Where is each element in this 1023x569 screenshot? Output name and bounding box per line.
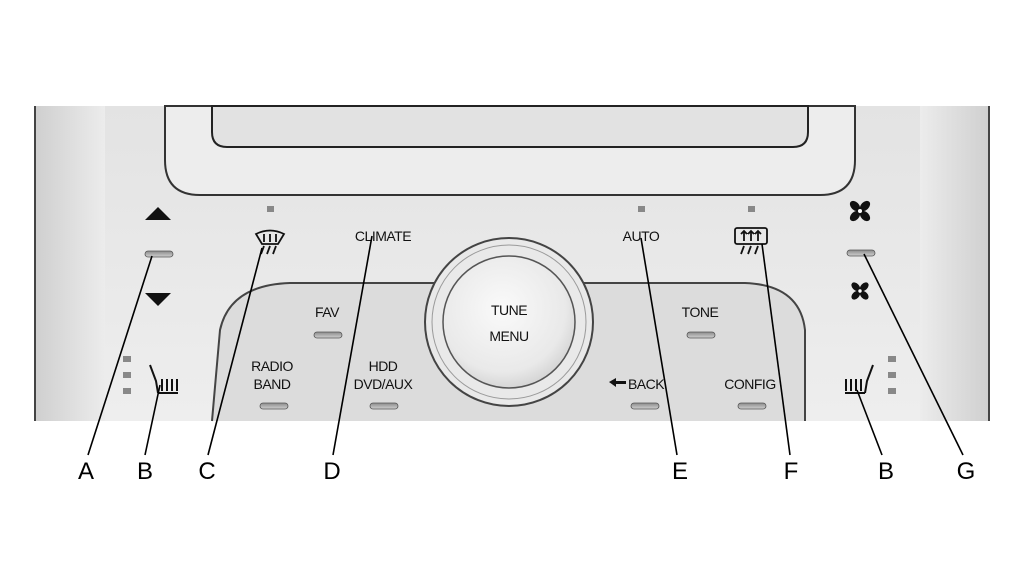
seat-heat-indicator-right bbox=[888, 356, 896, 394]
fan-icon bbox=[849, 200, 871, 222]
radio-band-button[interactable]: RADIO BAND bbox=[251, 358, 294, 410]
tone-label: TONE bbox=[682, 304, 719, 320]
back-label: BACK bbox=[628, 376, 665, 392]
rear-defrost-indicator bbox=[748, 206, 755, 212]
callout-f: F bbox=[784, 458, 799, 485]
heated-seat-icon[interactable] bbox=[149, 364, 178, 394]
callout-leaders bbox=[87, 235, 964, 456]
callout-b: B bbox=[137, 458, 153, 485]
menu-label: MENU bbox=[489, 328, 529, 344]
driver-temp-control[interactable] bbox=[144, 250, 174, 258]
triangle-down-icon[interactable] bbox=[145, 293, 171, 306]
callout-a: A bbox=[78, 458, 94, 485]
triangle-up-icon[interactable] bbox=[145, 207, 171, 220]
hdd-dvd-aux-button[interactable]: HDD DVD/AUX bbox=[354, 358, 414, 410]
auto-button-label[interactable]: AUTO bbox=[623, 228, 661, 244]
config-button[interactable]: CONFIG bbox=[724, 376, 776, 410]
callout-b-right: B bbox=[878, 458, 894, 485]
config-label: CONFIG bbox=[724, 376, 775, 392]
display-screen bbox=[211, 105, 809, 148]
back-button[interactable]: BACK bbox=[609, 376, 666, 410]
tone-button[interactable]: TONE bbox=[682, 304, 719, 339]
tune-menu-knob[interactable]: TUNE MENU bbox=[424, 237, 594, 407]
fan-speed-control[interactable] bbox=[846, 249, 876, 257]
seat-heat-indicator-left bbox=[123, 356, 131, 394]
fav-label: FAV bbox=[315, 304, 340, 320]
fav-button[interactable]: FAV bbox=[313, 304, 343, 339]
callout-c: C bbox=[198, 458, 215, 485]
band-label: BAND bbox=[254, 376, 291, 392]
heated-seat-icon[interactable] bbox=[845, 364, 874, 394]
callout-e: E bbox=[672, 458, 688, 485]
hdd-label: HDD bbox=[369, 358, 398, 374]
climate-button-label[interactable]: CLIMATE bbox=[355, 228, 412, 244]
radio-label: RADIO bbox=[251, 358, 293, 374]
callout-g: G bbox=[957, 458, 976, 485]
auto-indicator bbox=[638, 206, 645, 212]
rear-defrost-icon[interactable] bbox=[734, 227, 768, 255]
front-defrost-icon[interactable] bbox=[254, 229, 286, 255]
callout-labels: A B C D E F B G bbox=[78, 458, 975, 485]
arrow-left-icon bbox=[609, 378, 626, 387]
callout-d: D bbox=[323, 458, 340, 485]
fan-icon bbox=[851, 282, 869, 300]
dvd-aux-label: DVD/AUX bbox=[354, 376, 414, 392]
tune-label: TUNE bbox=[491, 302, 527, 318]
front-defrost-indicator bbox=[267, 206, 274, 212]
